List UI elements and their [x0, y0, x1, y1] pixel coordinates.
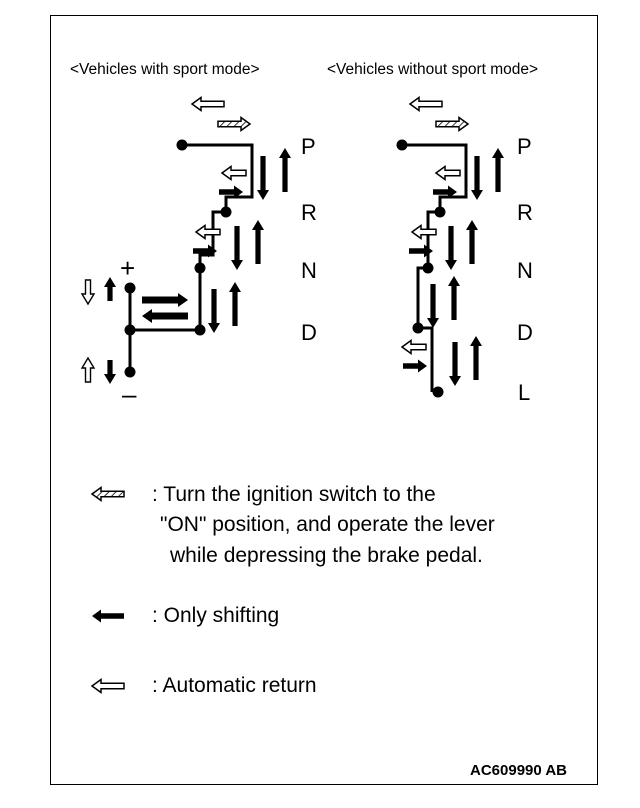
right-up-arrow-icon-4: [470, 336, 482, 380]
right-dot-l: [432, 386, 444, 398]
right-dot-n: [422, 262, 434, 274]
left-gear-n: N: [301, 258, 317, 283]
right-gear-p: P: [517, 134, 532, 159]
right-dot-d: [412, 322, 424, 334]
left-dot-r: [220, 206, 232, 218]
left-up-arrow-icon-3: [229, 282, 241, 326]
left-outline-arrow-icon: [191, 96, 225, 112]
left-dot-p: [176, 139, 188, 151]
right-hatched-arrow-icon: [435, 116, 469, 132]
right-gear-l: L: [518, 380, 530, 405]
legend-brake-line-1: : Turn the ignition switch to the: [152, 483, 436, 506]
left-down-arrow-icon-2: [231, 226, 243, 270]
header-without-sport: <Vehicles without sport mode>: [327, 61, 538, 78]
right-down-arrow-icon-3: [427, 284, 439, 328]
left-down-arrow-icon-3: [208, 289, 220, 333]
legend-brake-line-2: "ON" position, and operate the lever: [160, 513, 495, 536]
right-shift-arrow-icon-3: [403, 359, 427, 373]
right-gear-d: D: [517, 320, 533, 345]
right-down-arrow-icon: [471, 156, 483, 200]
left-dot-plus: [124, 282, 136, 294]
left-dot-sport: [124, 324, 136, 336]
figure-code: AC609990 AB: [470, 762, 567, 779]
right-return-arrow-icon-3: [401, 339, 427, 355]
legend-automatic-return: : Automatic return: [152, 674, 317, 697]
right-up-arrow-icon: [492, 148, 504, 192]
right-dot-p: [396, 139, 408, 151]
legend-hatched-arrow-icon: [91, 486, 125, 502]
right-down-arrow-icon-2: [445, 226, 457, 270]
right-outline-arrow-icon: [409, 96, 443, 112]
minus-label: –: [122, 379, 137, 409]
legend: : Turn the ignition switch to the "ON" p…: [91, 483, 495, 697]
left-dot-n: [194, 262, 206, 274]
plus-arrows-icon: [80, 277, 116, 306]
left-dot-d: [194, 324, 206, 336]
left-return-arrow-icon-2: [195, 224, 221, 240]
left-to-sport-arrow-icon: [142, 293, 188, 307]
right-return-arrow-icon-2: [411, 224, 437, 240]
right-dot-r: [434, 206, 446, 218]
left-gate-diagram: + – P R N D: [80, 96, 317, 409]
figure-frame: [50, 15, 598, 785]
legend-brake-line-3: while depressing the brake pedal.: [169, 544, 483, 567]
right-return-arrow-icon: [435, 165, 461, 181]
left-return-arrow-icon: [221, 165, 247, 181]
left-gear-p: P: [301, 134, 316, 159]
legend-only-shifting: : Only shifting: [152, 604, 279, 627]
right-up-arrow-icon-3: [448, 276, 460, 320]
left-down-arrow-icon: [257, 156, 269, 200]
header-with-sport: <Vehicles with sport mode>: [70, 61, 260, 78]
left-gear-d: D: [301, 320, 317, 345]
left-gear-r: R: [301, 200, 317, 225]
right-gear-r: R: [517, 200, 533, 225]
left-hatched-arrow-icon: [217, 116, 251, 132]
right-gate-diagram: P R N D L: [396, 96, 533, 405]
left-from-sport-arrow-icon: [142, 309, 188, 323]
plus-label: +: [120, 253, 135, 283]
legend-outline-arrow-icon: [91, 678, 125, 694]
minus-arrows-icon: [80, 356, 116, 384]
right-down-arrow-icon-4: [449, 342, 461, 386]
left-dot-minus: [124, 366, 136, 378]
right-up-arrow-icon-2: [466, 220, 478, 264]
legend-solid-arrow-icon: [92, 609, 124, 623]
right-gear-n: N: [517, 258, 533, 283]
left-up-arrow-icon: [279, 148, 291, 192]
left-up-arrow-icon-2: [252, 220, 264, 264]
